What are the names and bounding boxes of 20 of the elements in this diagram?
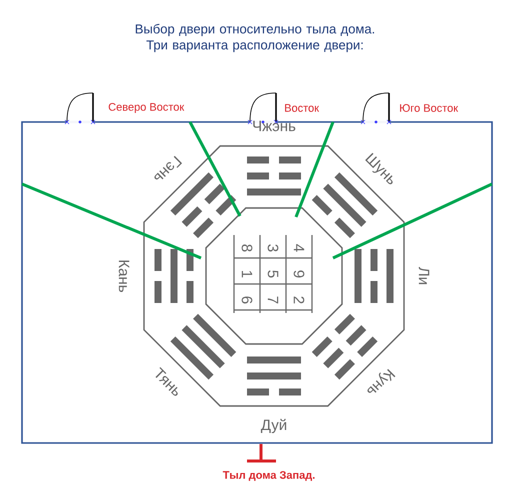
square-number: 8 xyxy=(242,244,252,252)
square-number: 2 xyxy=(294,296,304,304)
square-number: 9 xyxy=(294,270,304,278)
square-number: 5 xyxy=(268,270,278,278)
door-label: Северо Восток xyxy=(108,103,184,113)
trigram-name: Дуй xyxy=(260,418,286,434)
square-number: 3 xyxy=(268,244,278,252)
trigram-name: Гэнь xyxy=(154,156,182,180)
trigram-name: Чжэнь xyxy=(253,120,296,132)
square-number: 6 xyxy=(242,296,252,304)
door-label: Юго Восток xyxy=(400,104,458,112)
door-label: Восток xyxy=(285,104,320,112)
trigram-name: Ли xyxy=(418,267,430,284)
trigram-name: Кунь xyxy=(368,368,396,393)
square-number: 4 xyxy=(294,244,304,252)
square-number: 7 xyxy=(268,296,278,304)
rear-label: Тыл дома Запад. xyxy=(222,471,314,481)
square-number: 1 xyxy=(242,270,252,278)
trigram-name: Кань xyxy=(118,260,130,292)
title: Выбор двери относительно тыла дома. Три варианта расположение двери: xyxy=(136,24,374,52)
